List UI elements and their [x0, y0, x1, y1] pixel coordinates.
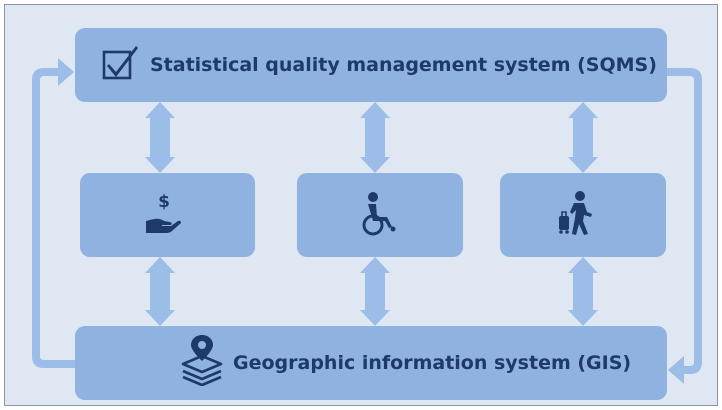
left-loop-arrow — [32, 58, 80, 368]
disability-box — [297, 173, 463, 257]
right-loop-arrow — [660, 68, 702, 384]
sqms-box — [75, 28, 667, 102]
finance-box — [80, 173, 255, 257]
sqms-title: Statistical quality management system (S… — [150, 54, 657, 76]
svg-text:$: $ — [158, 192, 170, 212]
double-arrow-travel-gis — [568, 257, 598, 326]
map-layers-pin-icon — [180, 334, 224, 390]
double-arrow-finance-gis — [145, 257, 175, 326]
gis-title: Geographic information system (GIS) — [233, 352, 632, 374]
double-arrow-sqms-travel — [568, 102, 598, 173]
traveler-luggage-icon — [556, 190, 596, 240]
double-arrow-disability-gis — [360, 257, 390, 326]
double-arrow-sqms-finance — [145, 102, 175, 173]
double-arrow-sqms-disability — [360, 102, 390, 173]
wheelchair-user-icon — [359, 191, 399, 241]
gis-box — [75, 326, 667, 400]
hand-money-icon: $ — [144, 191, 182, 239]
checkbox-checked-icon — [100, 42, 140, 86]
